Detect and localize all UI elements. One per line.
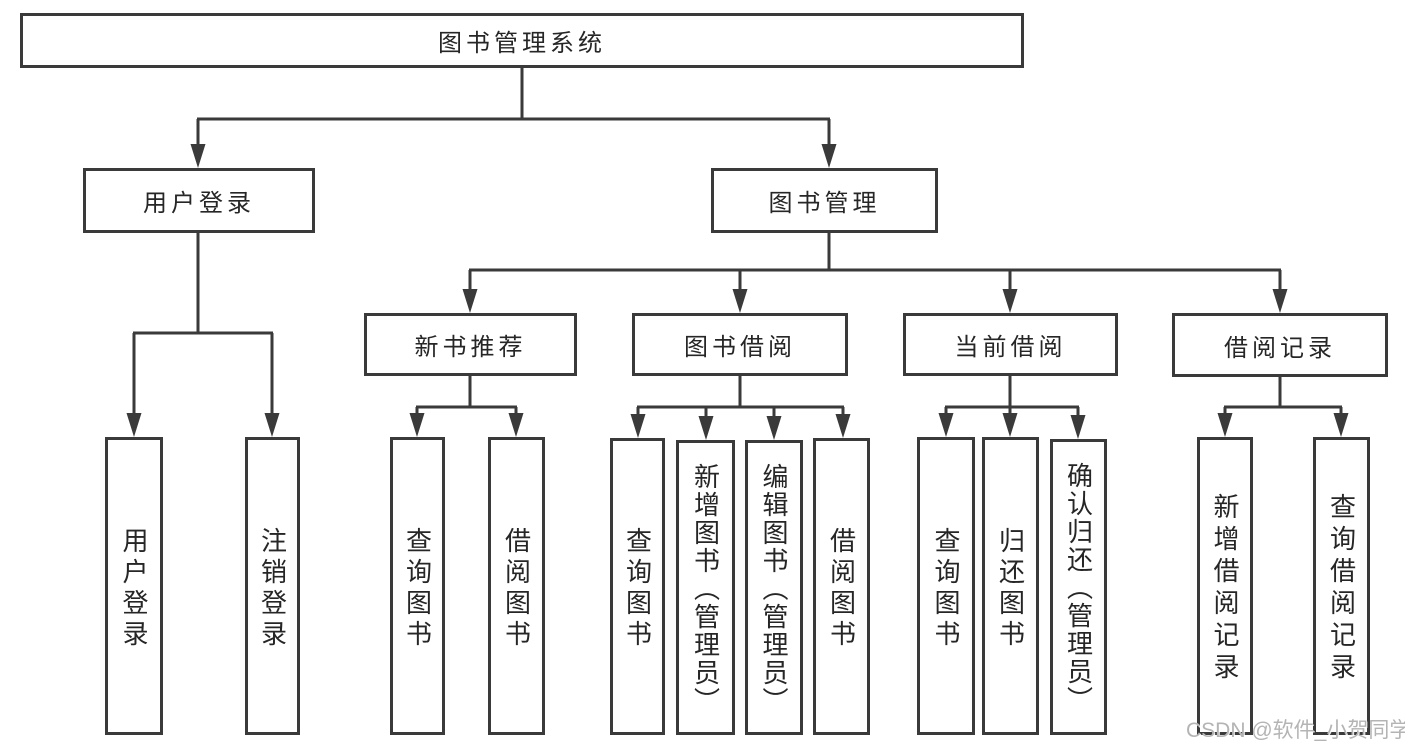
arrowhead-icon bbox=[835, 414, 851, 438]
node-label: 查询图书 bbox=[931, 526, 961, 651]
arrowhead-icon bbox=[409, 413, 425, 437]
arrowhead-icon bbox=[264, 413, 280, 437]
arrowhead-icon bbox=[630, 414, 646, 438]
arrowhead-icon bbox=[698, 416, 714, 440]
node-label: 新增借阅记录 bbox=[1210, 493, 1240, 685]
node-label: 查询图书 bbox=[622, 527, 653, 651]
arrowhead-icon bbox=[1333, 413, 1349, 437]
node-bb-edit: 编辑图书（管理员） bbox=[745, 440, 803, 735]
node-bb-query: 查询图书 bbox=[610, 438, 665, 735]
node-label: 编辑图书（管理员） bbox=[759, 462, 789, 715]
node-label: 借阅记录 bbox=[1224, 334, 1336, 362]
node-bb-add: 新增图书（管理员） bbox=[676, 440, 735, 735]
node-label: 图书借阅 bbox=[684, 334, 796, 361]
arrowhead-icon bbox=[766, 416, 782, 440]
node-login-user: 用户登录 bbox=[105, 437, 163, 735]
node-label: 新书推荐 bbox=[414, 334, 527, 361]
node-new-book-rec: 新书推荐 bbox=[364, 313, 577, 376]
node-label: 借阅图书 bbox=[826, 527, 857, 651]
arrowhead-icon bbox=[1002, 413, 1018, 437]
arrowhead-icon bbox=[1002, 289, 1018, 313]
node-root: 图书管理系统 bbox=[20, 13, 1024, 68]
node-label: 用户登录 bbox=[119, 526, 149, 651]
node-label: 查询借阅记录 bbox=[1326, 493, 1357, 685]
node-login-logout: 注销登录 bbox=[245, 437, 300, 735]
arrowhead-icon bbox=[821, 144, 837, 168]
node-rec-query: 查询图书 bbox=[390, 437, 445, 735]
node-label: 新增图书（管理员） bbox=[690, 462, 721, 715]
node-label: 借阅图书 bbox=[501, 526, 532, 651]
node-book-mgmt: 图书管理 bbox=[711, 168, 938, 233]
arrowhead-icon bbox=[508, 413, 524, 437]
node-label: 图书管理 bbox=[768, 190, 881, 217]
node-label: 用户登录 bbox=[143, 190, 255, 217]
arrowhead-icon bbox=[1272, 289, 1288, 313]
arrowhead-icon bbox=[462, 289, 478, 313]
node-borrow-records: 借阅记录 bbox=[1172, 313, 1388, 377]
node-label: 注销登录 bbox=[257, 526, 288, 651]
arrowhead-icon bbox=[190, 144, 206, 168]
node-label: 归还图书 bbox=[995, 526, 1026, 651]
node-cb-return: 归还图书 bbox=[982, 437, 1039, 735]
node-br-add: 新增借阅记录 bbox=[1197, 437, 1253, 735]
node-bb-borrow: 借阅图书 bbox=[813, 438, 870, 735]
node-cb-query: 查询图书 bbox=[917, 437, 975, 735]
node-cb-confirm: 确认归还（管理员） bbox=[1050, 439, 1107, 735]
arrowhead-icon bbox=[938, 413, 954, 437]
node-br-query: 查询借阅记录 bbox=[1313, 437, 1370, 735]
arrowhead-icon bbox=[1070, 415, 1086, 439]
node-book-borrow: 图书借阅 bbox=[632, 313, 848, 376]
arrowhead-icon bbox=[732, 289, 748, 313]
node-user-login: 用户登录 bbox=[83, 168, 315, 233]
arrowhead-icon bbox=[126, 413, 142, 437]
node-label: 查询图书 bbox=[402, 526, 433, 651]
node-label: 图书管理系统 bbox=[438, 30, 606, 57]
arrowhead-icon bbox=[1217, 413, 1233, 437]
node-rec-borrow: 借阅图书 bbox=[488, 437, 545, 735]
watermark: CSDN @软件_小贺同学 bbox=[1186, 719, 1405, 742]
node-current-borrow: 当前借阅 bbox=[903, 313, 1118, 376]
node-label: 确认归还（管理员） bbox=[1063, 462, 1094, 714]
node-label: 当前借阅 bbox=[954, 334, 1067, 361]
